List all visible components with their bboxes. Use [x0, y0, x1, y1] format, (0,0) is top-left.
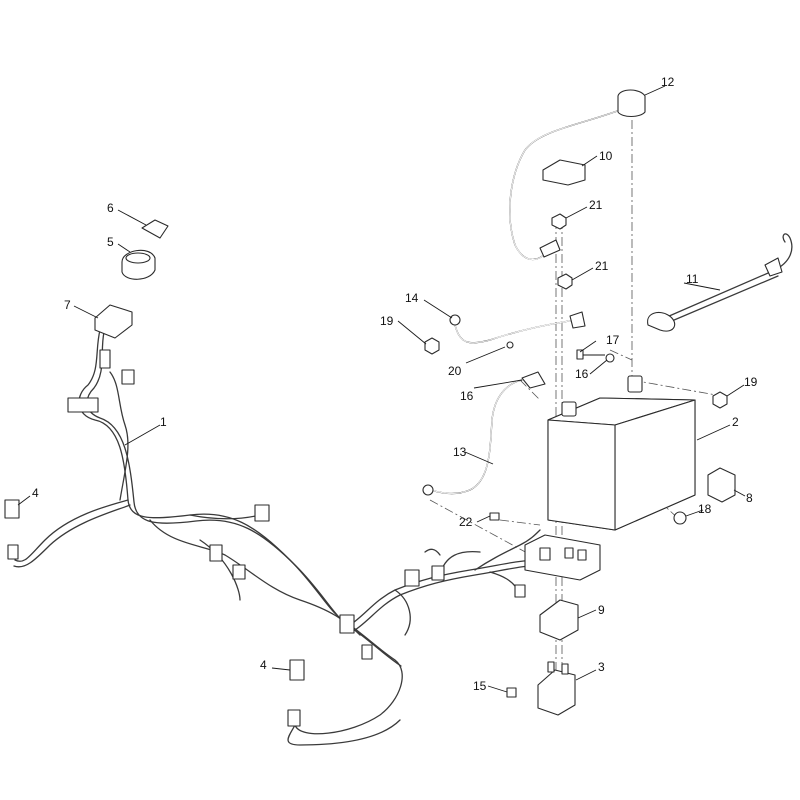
- cable-terminal-13: [521, 371, 546, 389]
- callout-5: 5: [107, 235, 114, 249]
- battery-terminal-negative: [561, 401, 577, 417]
- callout-22: 22: [459, 515, 473, 529]
- battery-terminal-positive: [627, 375, 643, 393]
- fuse-block: [524, 534, 601, 581]
- ring-terminal-13: [422, 484, 434, 496]
- callout-12: 12: [661, 75, 675, 89]
- screw-15: [506, 687, 517, 698]
- callout-21-upper: 21: [589, 198, 603, 212]
- callout-6: 6: [107, 201, 114, 215]
- callout-15: 15: [473, 679, 487, 693]
- cable-14: [449, 311, 586, 349]
- washer-16: [605, 353, 615, 363]
- callout-4-lower: 4: [260, 658, 267, 672]
- harness-connectors: [67, 349, 526, 660]
- callout-16-left: 16: [460, 389, 474, 403]
- callout-18: 18: [698, 502, 712, 516]
- screw-22: [489, 512, 500, 521]
- callout-1: 1: [160, 415, 167, 429]
- battery: [547, 375, 696, 531]
- washer-20: [506, 341, 514, 349]
- terminal-cover-10: [542, 159, 586, 186]
- callout-13: 13: [453, 445, 467, 459]
- callout-labels: 1 2 3 4 4 5 6 7 8 9 10 11 12 13 14 15 16…: [32, 75, 758, 693]
- relay-8: [707, 467, 736, 503]
- cable-boot-12: [617, 89, 646, 118]
- bolt-17: [576, 349, 615, 363]
- switch-7: [94, 304, 133, 339]
- callout-20: 20: [448, 364, 462, 378]
- switch-4-upper: [4, 499, 20, 560]
- callout-3: 3: [598, 660, 605, 674]
- solenoid-cover-9: [539, 599, 579, 641]
- cable-13: [422, 371, 546, 496]
- solenoid-3: [537, 661, 576, 716]
- callout-19-left: 19: [380, 314, 394, 328]
- ignition-switch-5: [121, 249, 156, 280]
- hold-down-rod-11: [647, 233, 793, 332]
- switch-4-lower: [287, 659, 305, 727]
- callout-21-lower: 21: [595, 259, 609, 273]
- nuts-19: [424, 337, 728, 409]
- cable-terminal-20: [569, 311, 586, 329]
- cable-terminal-12: [539, 239, 561, 258]
- nuts-21: [551, 213, 573, 290]
- callout-16-right: 16: [575, 367, 589, 381]
- callout-10: 10: [599, 149, 613, 163]
- callout-2: 2: [732, 415, 739, 429]
- callout-8: 8: [746, 491, 753, 505]
- callout-14: 14: [405, 291, 419, 305]
- callout-11: 11: [686, 272, 699, 286]
- cable-12: [509, 89, 646, 261]
- key-cover-6: [141, 219, 169, 239]
- callout-9: 9: [598, 603, 605, 617]
- leader-lines: [17, 85, 746, 693]
- callout-17: 17: [606, 333, 620, 347]
- callout-7: 7: [64, 298, 71, 312]
- ring-terminal-14: [449, 314, 461, 326]
- callout-19-right: 19: [744, 375, 758, 389]
- fuse-18: [673, 511, 687, 525]
- callout-4-upper: 4: [32, 486, 39, 500]
